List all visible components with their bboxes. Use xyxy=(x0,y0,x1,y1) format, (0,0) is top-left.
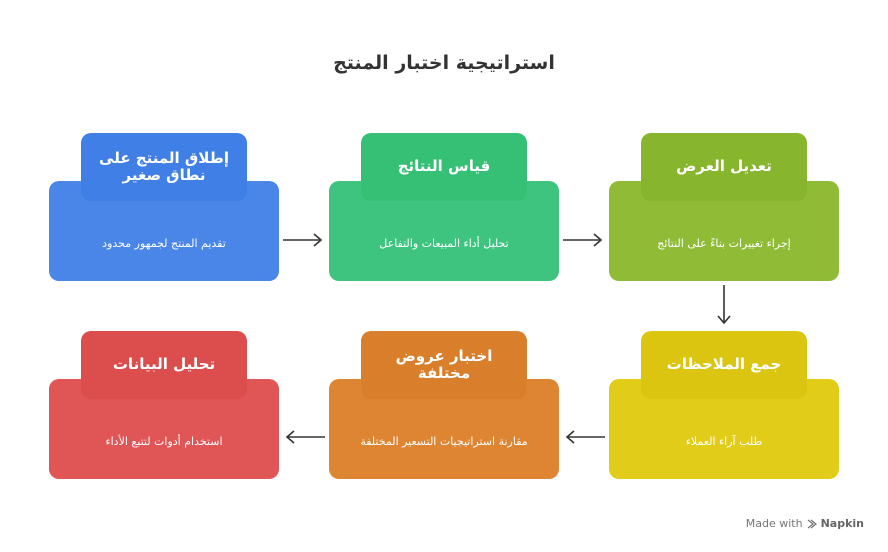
step-heading-feedback: جمع الملاحظات xyxy=(641,331,807,399)
step-description: تقديم المنتج لجمهور محدود xyxy=(102,237,226,250)
step-heading-launch: إطلاق المنتج على نطاق صغير xyxy=(81,133,247,201)
step-heading-measure: قياس النتائج xyxy=(361,133,527,201)
made-with-label: Made with xyxy=(745,517,803,530)
step-heading-analyze: تحليل البيانات xyxy=(81,331,247,399)
napkin-logo-icon xyxy=(807,518,817,529)
step-description: استخدام أدوات لتتبع الأداء xyxy=(105,435,223,448)
arrow-left-icon xyxy=(285,430,325,444)
step-description: إجراء تغييرات بناءً على النتائج xyxy=(657,237,791,250)
arrow-left-icon xyxy=(565,430,605,444)
step-description: تحليل أداء المبيعات والتفاعل xyxy=(379,237,509,250)
arrow-right-icon xyxy=(563,233,603,247)
arrow-right-icon xyxy=(283,233,323,247)
step-heading-test-offers: اختبار عروض مختلفة xyxy=(361,331,527,399)
napkin-brand: Napkin xyxy=(820,517,864,530)
arrow-down-icon xyxy=(717,285,731,325)
diagram-title: استراتيجية اختبار المنتج xyxy=(333,52,555,74)
step-description: مقارنة استراتيجيات التسعير المختلفة xyxy=(360,435,528,448)
step-description: طلب آراء العملاء xyxy=(685,435,763,448)
watermark: Made with Napkin xyxy=(746,517,864,530)
step-heading-adjust: تعديل العرض xyxy=(641,133,807,201)
